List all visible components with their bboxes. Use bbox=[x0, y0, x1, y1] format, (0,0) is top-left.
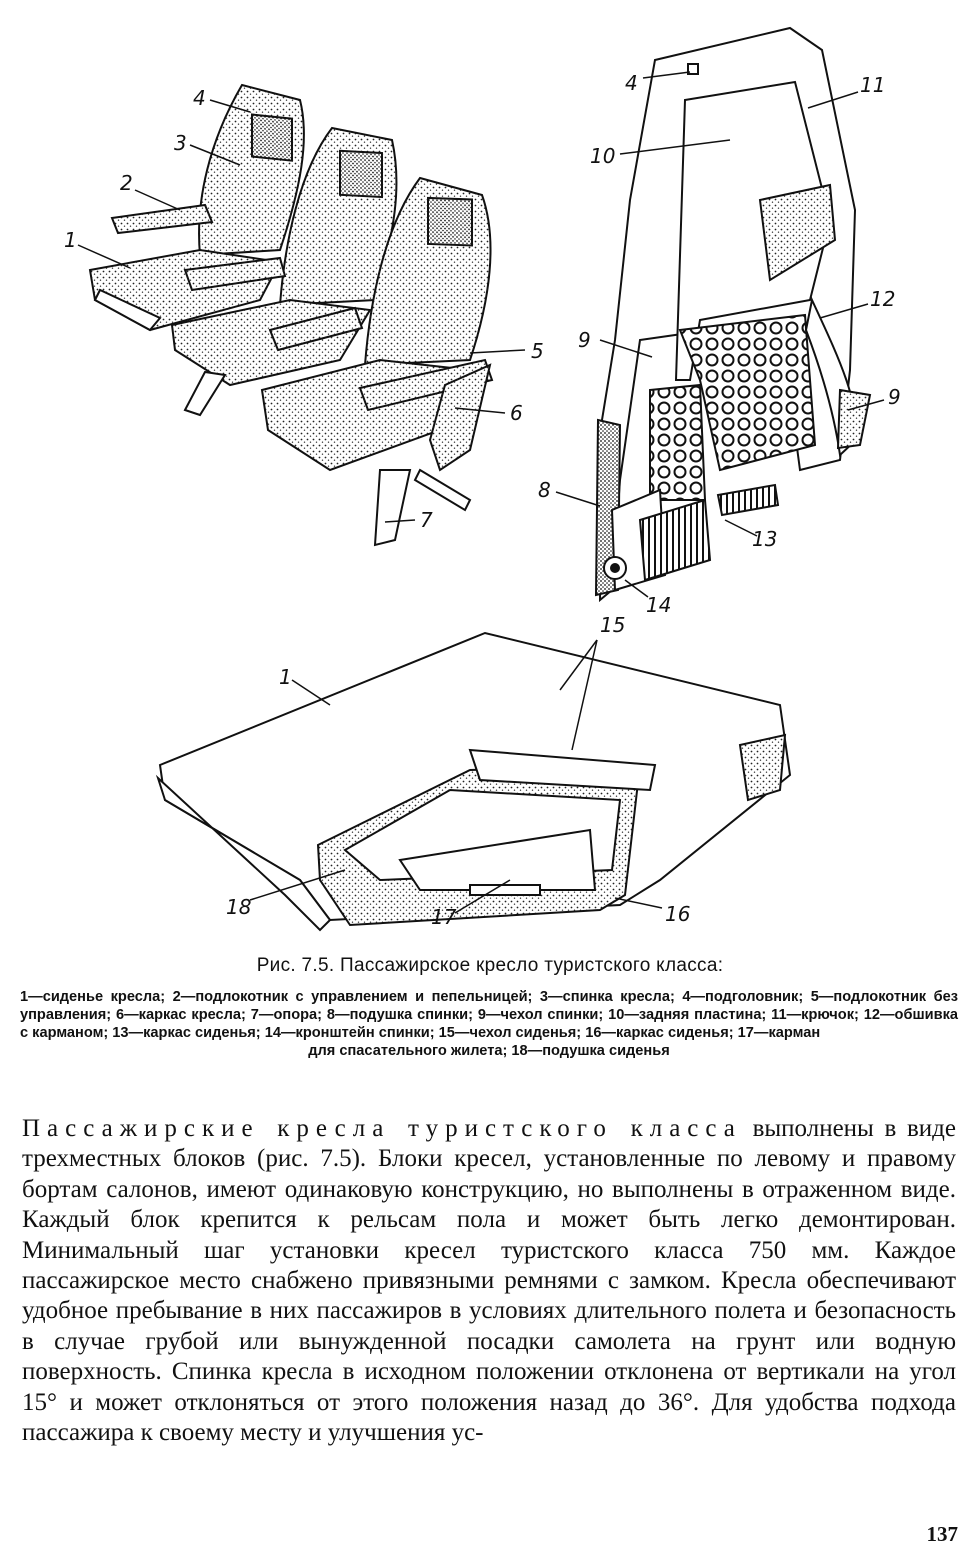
page-number: 137 bbox=[926, 1522, 959, 1546]
cushion-numbers: 15 1 18 17 16 bbox=[226, 613, 690, 929]
body-paragraph: Пассажирские кресла туристского класса в… bbox=[22, 1114, 956, 1448]
seat-block-numbers: 4 3 2 1 5 6 7 bbox=[64, 86, 544, 532]
cushion-illustration bbox=[155, 631, 792, 932]
label-9b: 9 bbox=[888, 385, 901, 409]
label-4: 4 bbox=[193, 86, 206, 110]
label-8: 8 bbox=[538, 478, 551, 502]
label-6: 6 bbox=[510, 401, 523, 425]
figure-legend: 1—сиденье кресла; 2—подлокотник с управл… bbox=[20, 988, 958, 1060]
cushion-leaders bbox=[249, 639, 663, 914]
label-4b: 4 bbox=[625, 71, 638, 95]
label-1b: 1 bbox=[279, 665, 292, 689]
label-11: 11 bbox=[860, 73, 885, 97]
paragraph-lead: Пассажирские кресла туристского класса bbox=[22, 1115, 742, 1142]
label-14: 14 bbox=[646, 593, 671, 617]
seat-illustration: 4 3 2 1 5 6 7 4 11 10 1 bbox=[64, 26, 901, 932]
label-5: 5 bbox=[531, 339, 544, 363]
backrest-numbers: 4 11 10 12 9 9 8 13 14 bbox=[538, 71, 901, 617]
backrest-illustration bbox=[594, 26, 872, 603]
label-2: 2 bbox=[120, 171, 133, 195]
label-16: 16 bbox=[665, 902, 690, 926]
label-12: 12 bbox=[870, 287, 895, 311]
label-7: 7 bbox=[420, 508, 433, 532]
label-3: 3 bbox=[174, 131, 187, 155]
backrest-leaders bbox=[555, 71, 885, 598]
legend-main: 1—сиденье кресла; 2—подлокотник с управл… bbox=[20, 989, 958, 1041]
seat-block-leaders bbox=[77, 99, 526, 523]
label-17: 17 bbox=[431, 905, 457, 929]
label-9a: 9 bbox=[578, 328, 591, 352]
label-15: 15 bbox=[600, 613, 625, 637]
paragraph-text: выполнены в виде трехместных блоков (рис… bbox=[22, 1115, 956, 1447]
label-1: 1 bbox=[64, 228, 77, 252]
label-10: 10 bbox=[590, 144, 615, 168]
label-18: 18 bbox=[226, 895, 251, 919]
figure-caption-title: Рис. 7.5. Пассажирское кресло туристског… bbox=[256, 955, 724, 976]
label-13: 13 bbox=[752, 527, 777, 551]
legend-last-line: для спасательного жилета; 18—подушка сид… bbox=[308, 1043, 670, 1059]
triple-seat-block bbox=[88, 83, 494, 547]
